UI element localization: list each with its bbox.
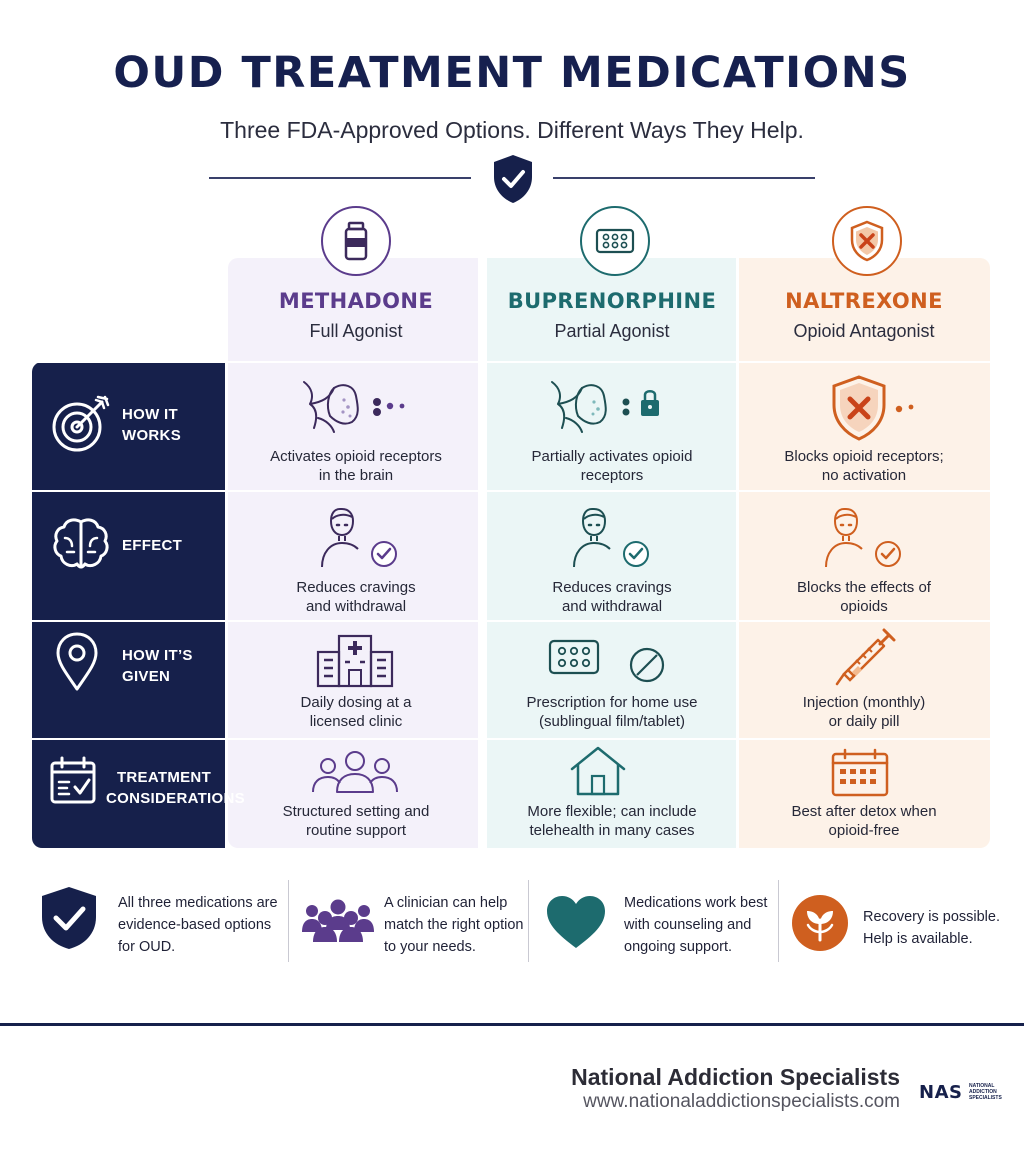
row-label-line2: CONSIDERATIONS	[106, 790, 245, 807]
naltrexone-treatment-considerations: Best after detox when opioid-free	[791, 803, 937, 839]
blocked-shield-icon	[832, 206, 902, 276]
footer-divider	[528, 880, 529, 962]
naltrexone-effect: Blocks the effects of opioids	[797, 579, 931, 615]
naltrexone-how-it-works: Blocks opioid receptors; no activation	[784, 448, 944, 484]
row-label-line1: HOW IT	[122, 406, 178, 423]
row-header-how-it-works: HOW IT WORKS	[32, 362, 225, 491]
sprout-icon	[792, 895, 848, 951]
shield-check-icon	[42, 887, 96, 949]
calendar-icon	[831, 748, 889, 797]
buprenorphine-type: Partial Agonist	[554, 321, 670, 341]
divider-right	[553, 177, 815, 179]
blocked-receptor-shield-icon	[832, 375, 914, 441]
row-label-line2: WORKS	[122, 427, 181, 444]
buprenorphine-how-its-given: Prescription for home use (sublingual fi…	[526, 694, 698, 730]
logo-text: NAS	[919, 1082, 963, 1103]
methadone-effect: Reduces cravings and withdrawal	[296, 579, 416, 615]
pill-pack-icon	[580, 206, 650, 276]
buprenorphine-effect: Reduces cravings and withdrawal	[552, 579, 672, 615]
naltrexone-type: Opioid Antagonist	[793, 321, 935, 341]
full-receptor-activation-icon	[303, 381, 405, 433]
naltrexone-name: NALTREXONE	[785, 289, 943, 313]
grid-line	[32, 738, 990, 740]
buprenorphine-treatment-considerations: More flexible; can include telehealth in…	[527, 803, 697, 839]
organization-url[interactable]: www.nationaladdictionspecialists.com	[583, 1091, 900, 1112]
organization-logo: NAS NATIONAL ADDICTION SPECIALISTS	[919, 1082, 1003, 1104]
organization-name: National Addiction Specialists	[571, 1064, 900, 1090]
row-label-line1: TREATMENT	[116, 769, 212, 786]
methadone-type: Full Agonist	[309, 321, 403, 341]
medicine-bottle-icon	[321, 206, 391, 276]
person-check-icon	[321, 508, 397, 568]
grid-line	[32, 361, 990, 363]
row-label-line2: GIVEN	[122, 668, 171, 685]
footer-note-clinician: A clinician can help match the right opt…	[384, 895, 524, 955]
buprenorphine-how-it-works: Partially activates opioid receptors	[531, 448, 693, 484]
methadone-name: METHADONE	[278, 289, 434, 313]
methadone-how-it-works: Activates opioid receptors in the brain	[270, 448, 442, 484]
logo-subtext: ADDICTION	[969, 1089, 997, 1095]
methadone-how-its-given: Daily dosing at a licensed clinic	[300, 694, 412, 730]
group-support-icon	[312, 751, 398, 793]
partial-receptor-lock-icon	[551, 381, 659, 433]
page-subtitle: Three FDA-Approved Options. Different Wa…	[220, 117, 804, 143]
home-icon	[570, 746, 626, 796]
buprenorphine-column	[486, 258, 736, 848]
footer-note-evidence: All three medications are evidence-based…	[118, 895, 278, 955]
group-icon	[302, 899, 374, 942]
divider-left	[209, 177, 471, 179]
row-label-line1: HOW IT’S	[122, 647, 193, 664]
footer-note-counseling: Medications work best with counseling an…	[624, 895, 768, 955]
calendar-check-icon	[50, 756, 96, 804]
logo-subtext: SPECIALISTS	[969, 1095, 1002, 1101]
naltrexone-column	[738, 258, 990, 848]
footer-note-recovery: Recovery is possible. Help is available.	[863, 909, 1000, 947]
page-title: OUD TREATMENT MEDICATIONS	[113, 48, 911, 98]
grid-line	[737, 258, 739, 848]
person-check-icon	[825, 508, 901, 568]
naltrexone-how-its-given: Injection (monthly) or daily pill	[802, 694, 926, 730]
clinic-building-icon	[316, 634, 394, 688]
shield-check-icon	[494, 155, 532, 203]
location-pin-icon	[56, 632, 98, 691]
row-header-how-its-given: HOW IT’S GIVEN	[32, 621, 225, 739]
heart-icon	[547, 896, 605, 948]
footer-divider	[778, 880, 779, 962]
grid-line	[485, 258, 487, 848]
syringe-icon	[835, 628, 896, 686]
row-header-treatment-considerations: TREATMENT CONSIDERATIONS	[32, 739, 245, 848]
methadone-treatment-considerations: Structured setting and routine support	[282, 803, 430, 839]
row-header-effect: EFFECT	[32, 491, 225, 621]
person-check-icon	[573, 508, 649, 568]
brain-icon	[53, 518, 109, 569]
target-icon	[52, 395, 110, 452]
pill-blister-tablet-icon	[548, 639, 665, 683]
row-label-line1: EFFECT	[122, 537, 183, 554]
footer-divider-bar	[0, 1023, 1024, 1026]
methadone-column	[228, 258, 478, 848]
grid-line	[32, 620, 990, 622]
buprenorphine-name: BUPRENORPHINE	[507, 289, 717, 313]
grid-line	[32, 490, 990, 492]
footer-divider	[288, 880, 289, 962]
logo-subtext: NATIONAL	[969, 1083, 995, 1089]
